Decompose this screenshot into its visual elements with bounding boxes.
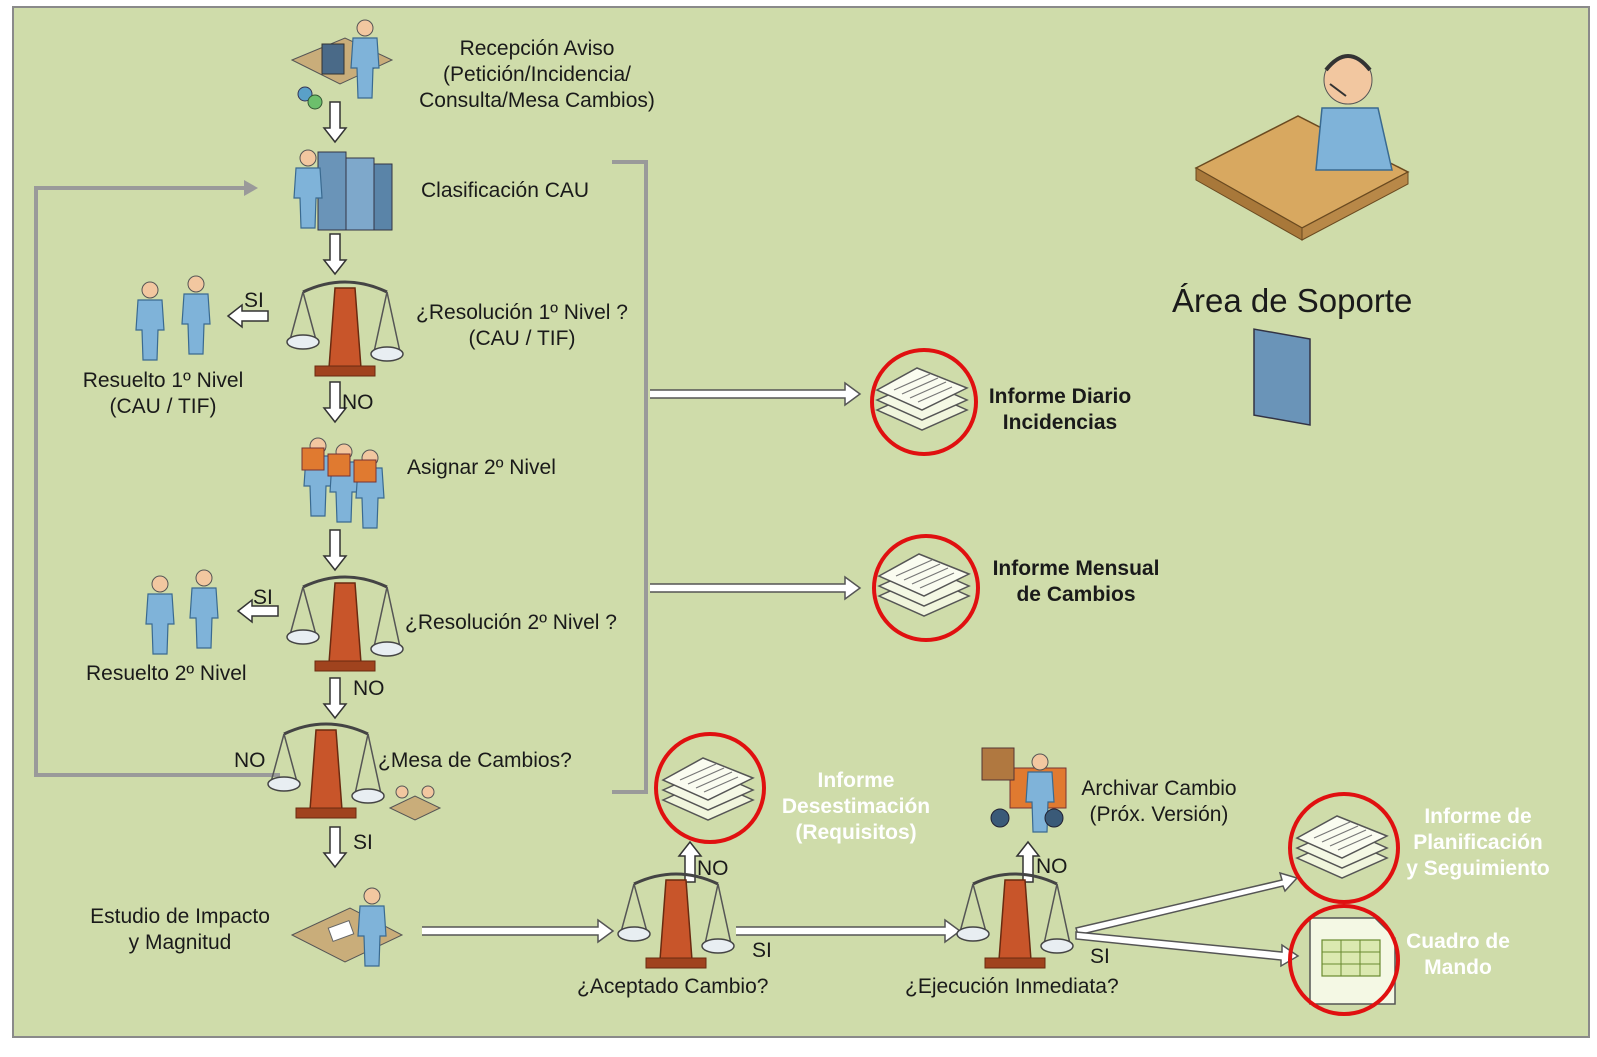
scale-icon-immediate <box>955 872 1075 970</box>
step-change-board-label: ¿Mesa de Cambios? <box>378 749 572 772</box>
step-archive-label: Archivar Cambio (Próx. Versión) <box>1081 777 1237 826</box>
report-monthly-label: Informe Mensual de Cambios <box>992 557 1160 606</box>
edge-label-no-res2: NO <box>353 677 385 700</box>
resolved2-handshake-icon <box>145 569 219 655</box>
loop-back-connector <box>34 186 280 777</box>
edge-label-si-res1: SI <box>244 289 264 312</box>
edge-label-si-immediate: SI <box>1090 945 1110 968</box>
scale-icon-resolution1 <box>285 280 405 378</box>
edge-label-no-board: NO <box>234 749 266 772</box>
impact-study-desk-icon <box>290 887 404 967</box>
arrow-assign2-to-resolution2 <box>323 529 347 571</box>
dismissal-report-document-icon <box>662 757 754 821</box>
edge-label-no-immediate: NO <box>1036 855 1068 878</box>
report-bracket <box>612 160 648 794</box>
step-resolution1-label: ¿Resolución 1º Nivel ? (CAU / TIF) <box>416 301 628 350</box>
monthly-report-highlight-circle <box>872 534 980 642</box>
assign2-group-icon <box>301 437 385 529</box>
reception-workstation-icon <box>290 19 394 110</box>
daily-report-highlight-circle <box>870 348 978 456</box>
edge-label-no-res1: NO <box>342 391 374 414</box>
scale-icon-resolution2 <box>285 575 405 673</box>
step-accepted-label: ¿Aceptado Cambio? <box>577 975 769 998</box>
arrow-reception-to-classification <box>323 101 347 143</box>
step-impact-study-label: Estudio de Impacto y Magnitud <box>90 905 270 954</box>
arrow-board-si <box>323 826 347 868</box>
arrow-to-monthly-report <box>650 575 862 601</box>
area-title: Área de Soporte <box>1172 282 1413 319</box>
report-dismissal-label: Informe Desestimación (Requisitos) <box>781 769 931 844</box>
report-dashboard-label: Cuadro de Mando <box>1406 930 1510 979</box>
scale-icon-change-board <box>266 722 386 820</box>
edge-label-si-res2: SI <box>253 586 273 609</box>
edge-label-si-accepted: SI <box>752 939 772 962</box>
edge-label-si-board: SI <box>353 831 373 854</box>
resolved1-handshake-icon <box>135 275 211 361</box>
archive-forklift-icon <box>981 747 1067 833</box>
dismissal-report-highlight-circle <box>654 732 766 844</box>
step-immediate-label: ¿Ejecución Inmediata? <box>905 975 1119 998</box>
report-daily-label: Informe Diario Incidencias <box>988 385 1132 434</box>
support-agent-icon <box>1194 54 1410 426</box>
step-resolution2-label: ¿Resolución 2º Nivel ? <box>405 611 617 634</box>
scale-icon-accepted <box>616 872 736 970</box>
arrow-impact-to-accepted <box>422 918 615 944</box>
arrow-to-planning-report <box>1075 871 1299 936</box>
daily-report-document-icon <box>876 367 968 431</box>
arrow-classification-to-resolution1 <box>323 233 347 275</box>
change-board-meeting-icon <box>388 785 442 821</box>
dashboard-highlight-circle <box>1288 904 1400 1016</box>
dashboard-spreadsheet-icon <box>1309 917 1396 1005</box>
arrow-to-daily-report <box>650 381 862 407</box>
step-reception-label: Recepción Aviso (Petición/Incidencia/ Co… <box>419 37 655 112</box>
planning-report-highlight-circle <box>1288 792 1400 904</box>
report-planning-label: Informe de Planificación y Seguimiento <box>1406 805 1550 880</box>
arrow-resolution2-no <box>323 677 347 719</box>
step-assign2-label: Asignar 2º Nivel <box>407 456 556 479</box>
edge-label-no-accepted: NO <box>697 857 729 880</box>
monthly-report-document-icon <box>878 553 970 617</box>
loop-back-arrowhead <box>244 180 258 196</box>
step-classification-label: Clasificación CAU <box>421 179 590 202</box>
step-resolved2-label: Resuelto 2º Nivel <box>86 662 247 685</box>
classification-server-icon <box>293 149 393 231</box>
planning-report-document-icon <box>1296 815 1388 879</box>
step-resolved1-label: Resuelto 1º Nivel (CAU / TIF) <box>82 369 244 418</box>
